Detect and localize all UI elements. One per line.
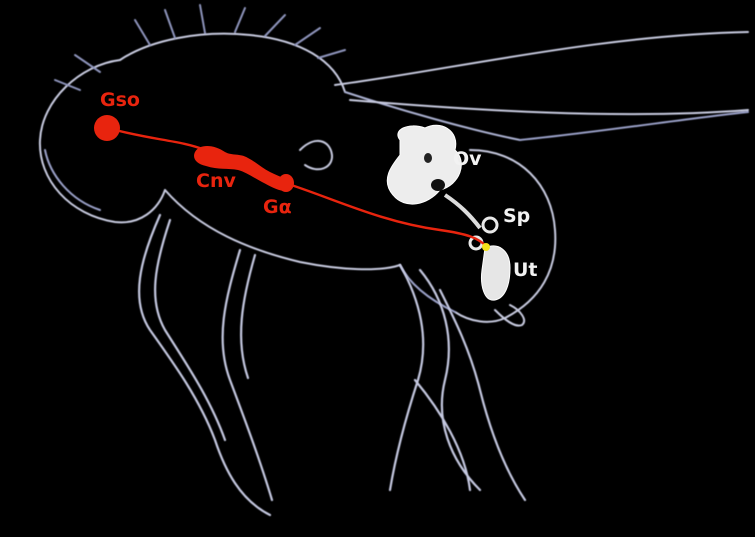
gso-neuron-body	[94, 115, 120, 141]
cnv-label: Cnv	[196, 172, 236, 191]
ov-label: Ov	[453, 150, 482, 169]
fly-legs	[139, 215, 525, 515]
ovary	[387, 125, 480, 228]
ut-label: Ut	[513, 261, 538, 280]
ga-neuron-node	[278, 174, 294, 192]
gso-label: Gso	[100, 91, 140, 110]
spermatheca-marker	[482, 243, 490, 251]
sp-label: Sp	[503, 207, 530, 226]
ga-label: Gα	[263, 198, 292, 217]
uterus	[482, 246, 510, 300]
